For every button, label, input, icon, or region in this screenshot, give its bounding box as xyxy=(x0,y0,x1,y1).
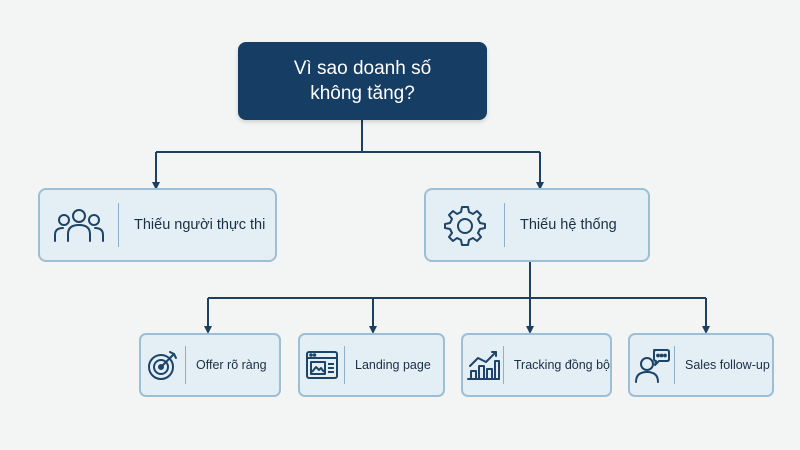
webpage-icon xyxy=(300,350,344,380)
chat-person-icon xyxy=(630,347,674,383)
node-offer-label: Offer rõ ràng xyxy=(196,358,267,372)
divider xyxy=(504,203,505,247)
node-landing-label: Landing page xyxy=(355,358,431,372)
node-tracking-label: Tracking đồng bộ xyxy=(513,358,610,372)
divider xyxy=(344,346,345,384)
node-system-label: Thiếu hệ thống xyxy=(520,217,617,233)
target-icon xyxy=(141,348,185,382)
node-landing: Landing page xyxy=(298,333,445,397)
divider xyxy=(118,203,119,247)
people-icon xyxy=(40,205,118,245)
divider xyxy=(674,346,675,384)
node-system: Thiếu hệ thống xyxy=(424,188,650,262)
node-tracking: Tracking đồng bộ xyxy=(461,333,612,397)
root-title: Vì sao doanh số không tăng? xyxy=(293,58,432,104)
node-offer: Offer rõ ràng xyxy=(139,333,281,397)
node-people-label: Thiếu người thực thi xyxy=(134,217,266,233)
root-node: Vì sao doanh số không tăng? xyxy=(238,42,487,120)
bar-chart-icon xyxy=(463,348,503,382)
node-people: Thiếu người thực thi xyxy=(38,188,277,262)
node-sales-label: Sales follow-up xyxy=(685,358,770,372)
gear-icon xyxy=(426,204,504,246)
divider xyxy=(185,346,186,384)
divider xyxy=(502,346,504,384)
node-sales: Sales follow-up xyxy=(628,333,774,397)
